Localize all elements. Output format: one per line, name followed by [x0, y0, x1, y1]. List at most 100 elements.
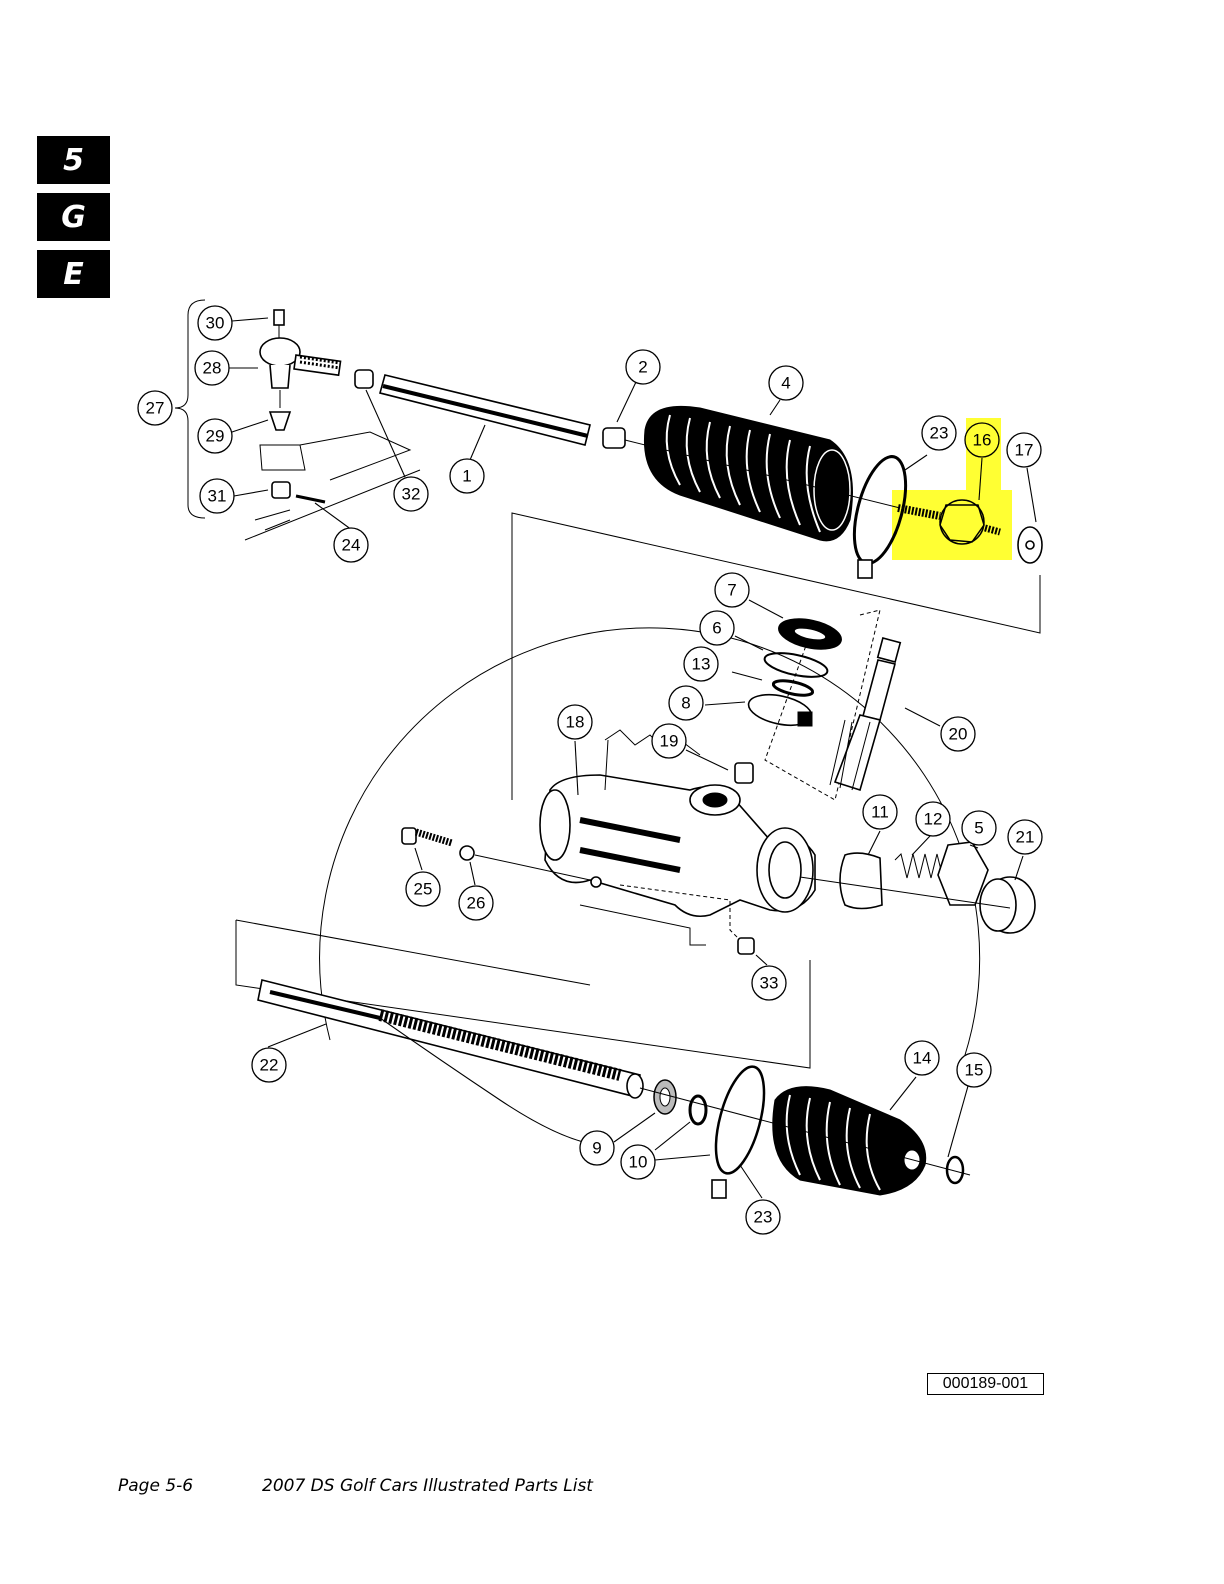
callout-30[interactable]: 30 [197, 305, 233, 341]
svg-text:1: 1 [462, 467, 471, 486]
svg-text:29: 29 [206, 427, 225, 446]
adjuster-axis-line [799, 876, 1011, 909]
svg-text:7: 7 [727, 581, 736, 600]
bearing-part-7-bore [793, 627, 827, 641]
washer-part-9 [653, 1079, 677, 1115]
callout-17[interactable]: 17 [1006, 432, 1042, 468]
callout-33[interactable]: 33 [751, 965, 787, 1001]
nut-part-33 [737, 937, 755, 955]
steering-arm [259, 431, 412, 481]
svg-text:11: 11 [871, 803, 889, 822]
callout-13[interactable]: 13 [683, 646, 719, 682]
callout-12[interactable]: 12 [915, 801, 951, 837]
adjuster-plug-part-21 [979, 876, 1036, 934]
clamp-part-23-top [852, 455, 908, 579]
figure-id-box: 000189-001 [927, 1373, 1044, 1395]
callout-19[interactable]: 19 [651, 723, 687, 759]
callout-1[interactable]: 1 [449, 458, 485, 494]
frame-line-left [235, 919, 591, 986]
svg-text:5: 5 [974, 819, 983, 838]
callout-32[interactable]: 32 [393, 476, 429, 512]
lock-washer-part-17 [1017, 526, 1043, 564]
svg-text:14: 14 [913, 1049, 932, 1068]
bolt-part-25 [401, 827, 454, 847]
svg-text:21: 21 [1016, 828, 1035, 847]
section-tab-e: E [37, 250, 110, 298]
callout-11[interactable]: 11 [862, 794, 898, 830]
svg-text:2: 2 [638, 358, 647, 377]
bolt-axis-line [474, 854, 591, 881]
callout-27[interactable]: 27 [137, 390, 173, 426]
bearing-part-8 [747, 693, 813, 727]
callout-5[interactable]: 5 [961, 810, 997, 846]
castle-nut-part-31 [271, 481, 291, 499]
housing-mount-line [604, 739, 609, 791]
ring-part-10 [688, 1094, 708, 1126]
callout-23-bottom[interactable]: 23 [745, 1199, 781, 1235]
clamp-part-23-bottom [711, 1065, 766, 1199]
snap-ring-part-13 [771, 679, 815, 697]
callout-15[interactable]: 15 [956, 1052, 992, 1088]
callout-6[interactable]: 6 [699, 610, 735, 646]
leader-lines [229, 317, 1037, 1199]
callout-22[interactable]: 22 [251, 1047, 287, 1083]
callout-25[interactable]: 25 [405, 871, 441, 907]
bearing-dashed-guide [764, 609, 881, 801]
callout-28[interactable]: 28 [194, 350, 230, 386]
svg-text:24: 24 [342, 536, 361, 555]
cotter-pin-part-24 [295, 494, 326, 504]
callout-29[interactable]: 29 [197, 418, 233, 454]
callout-8[interactable]: 8 [668, 685, 704, 721]
svg-text:8: 8 [681, 694, 690, 713]
svg-text:13: 13 [692, 655, 711, 674]
svg-text:15: 15 [965, 1061, 984, 1080]
footer-document-title: 2007 DS Golf Cars Illustrated Parts List [262, 1476, 593, 1496]
washer-part-26 [459, 845, 475, 861]
callout-18[interactable]: 18 [557, 704, 593, 740]
callout-24[interactable]: 24 [333, 527, 369, 563]
group-bracket-27 [174, 299, 206, 519]
callout-7[interactable]: 7 [714, 572, 750, 608]
svg-text:19: 19 [660, 732, 679, 751]
svg-text:4: 4 [781, 374, 790, 393]
callout-9[interactable]: 9 [579, 1130, 615, 1166]
axis-line-top [624, 439, 901, 509]
bushing-part-19 [734, 762, 754, 784]
svg-text:30: 30 [206, 314, 225, 333]
svg-text:6: 6 [712, 619, 721, 638]
callout-14[interactable]: 14 [904, 1040, 940, 1076]
cone-part-29 [268, 411, 292, 431]
svg-text:16: 16 [973, 431, 992, 450]
svg-text:23: 23 [754, 1208, 773, 1227]
svg-text:27: 27 [146, 399, 165, 418]
o-ring-part-15 [945, 1155, 965, 1185]
svg-text:10: 10 [629, 1153, 648, 1172]
section-tab-5: 5 [37, 136, 110, 184]
yoke-part-11 [839, 852, 883, 910]
callout-4[interactable]: 4 [768, 365, 804, 401]
pinion-part-20 [829, 637, 902, 792]
bellows-boot-part-14 [772, 1086, 927, 1196]
callout-31[interactable]: 31 [199, 478, 235, 514]
rack-part-22 [257, 979, 644, 1099]
mount-bracket-line [579, 904, 706, 946]
callout-20[interactable]: 20 [940, 716, 976, 752]
callout-2[interactable]: 2 [625, 349, 661, 385]
callout-26[interactable]: 26 [458, 885, 494, 921]
nut-part-2 [602, 427, 626, 449]
grease-fitting-part-30 [273, 309, 285, 340]
svg-text:17: 17 [1015, 441, 1034, 460]
svg-text:32: 32 [402, 485, 421, 504]
svg-text:18: 18 [566, 713, 585, 732]
callout-21[interactable]: 21 [1007, 819, 1043, 855]
svg-text:20: 20 [949, 725, 968, 744]
footer-page-number: Page 5-6 [118, 1476, 194, 1496]
svg-text:31: 31 [208, 487, 227, 506]
svg-text:12: 12 [924, 810, 943, 829]
callout-10[interactable]: 10 [620, 1144, 656, 1180]
callout-16-highlighted[interactable]: 16 [964, 422, 1000, 458]
inner-tie-rod-part-16 [897, 499, 1001, 545]
callout-23-top[interactable]: 23 [921, 415, 957, 451]
steering-arm-outline [244, 469, 421, 541]
